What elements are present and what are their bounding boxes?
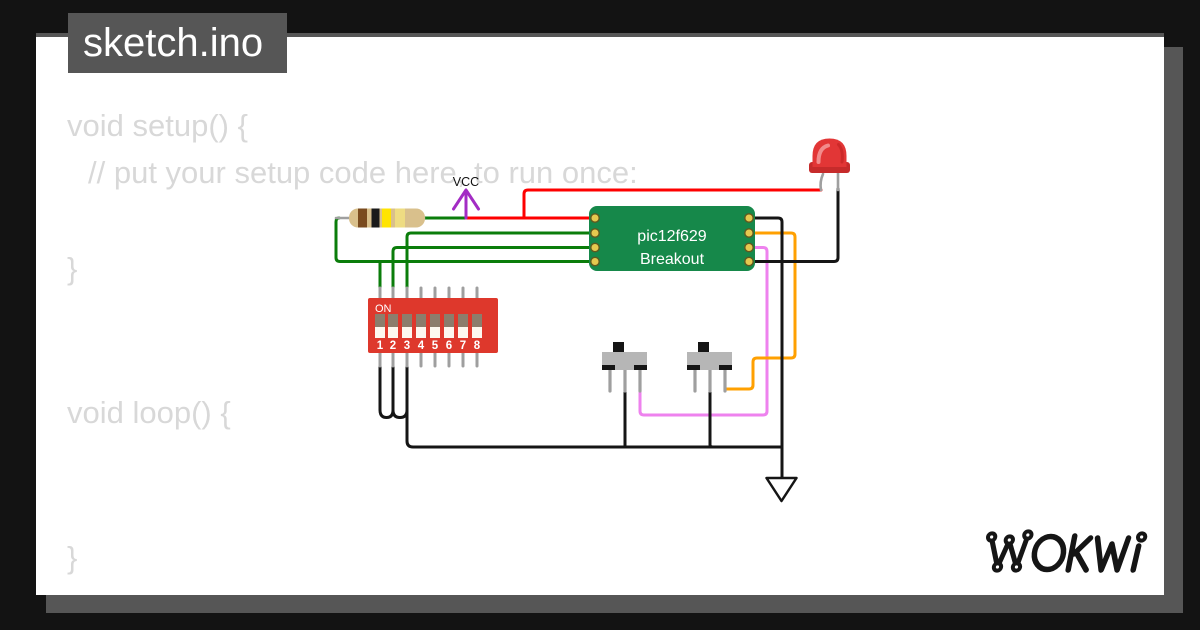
- code-line-setup-comment: // put your setup code here, to run once…: [88, 155, 638, 190]
- wokwi-logo: [986, 529, 1148, 573]
- code-line-loop-close: }: [67, 540, 78, 575]
- sketch-filename-tab: sketch.ino: [68, 13, 287, 73]
- code-line-setup: void setup() {: [67, 108, 248, 143]
- preview-page: [36, 33, 1164, 595]
- code-line-setup-close: }: [67, 251, 78, 286]
- sketch-filename: sketch.ino: [83, 20, 264, 65]
- code-line-loop: void loop() {: [67, 395, 231, 430]
